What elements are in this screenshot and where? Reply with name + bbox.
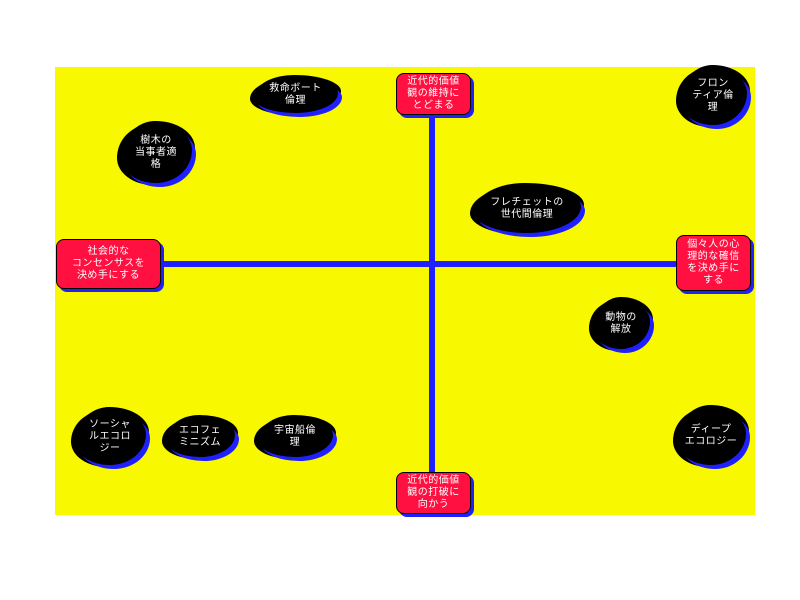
vertical-axis bbox=[429, 97, 435, 487]
concept-deep-ecology-label: ディープ エコロジー bbox=[684, 424, 738, 447]
concept-fletcher-ethics-label: フレチェットの 世代間倫理 bbox=[490, 197, 564, 220]
concept-fletcher-ethics: フレチェットの 世代間倫理 bbox=[473, 185, 581, 233]
concept-social-ecology-label: ソーシャ ルエコロ ジー bbox=[89, 419, 131, 454]
concept-lifeboat-ethics: 救命ボート 倫理 bbox=[253, 77, 338, 113]
concept-ecofeminism-label: エコフェ ミニズム bbox=[179, 425, 221, 448]
diagram-canvas: 近代的価値 観の維持に とどまる 近代的価値 観の打破に 向かう 社会的な コン… bbox=[55, 67, 755, 515]
pole-left-label: 社会的な コンセンサスを 決め手にする bbox=[71, 246, 146, 281]
concept-spaceship-ethics: 宇宙船倫 理 bbox=[257, 417, 333, 457]
concept-lifeboat-ethics-label: 救命ボート 倫理 bbox=[269, 83, 322, 106]
pole-right: 個々人の心 理的な確信 を決め手に する bbox=[676, 235, 751, 291]
horizontal-axis bbox=[143, 261, 691, 267]
concept-tree-standing-label: 樹木の 当事者適 格 bbox=[135, 135, 177, 170]
concept-animal-liberation: 動物の 解放 bbox=[592, 299, 650, 349]
pole-right-label: 個々人の心 理的な確信 を決め手に する bbox=[687, 239, 740, 286]
concept-social-ecology: ソーシャ ルエコロ ジー bbox=[74, 409, 146, 465]
concept-deep-ecology: ディープ エコロジー bbox=[676, 407, 746, 465]
concept-ecofeminism: エコフェ ミニズム bbox=[165, 417, 235, 457]
concept-spaceship-ethics-label: 宇宙船倫 理 bbox=[274, 425, 316, 448]
concept-frontier-ethics-label: フロン ティア倫 理 bbox=[692, 78, 734, 113]
pole-left: 社会的な コンセンサスを 決め手にする bbox=[56, 239, 161, 289]
pole-bottom-label: 近代的価値 観の打破に 向かう bbox=[407, 475, 460, 510]
concept-animal-liberation-label: 動物の 解放 bbox=[605, 312, 637, 335]
pole-top-label: 近代的価値 観の維持に とどまる bbox=[407, 76, 460, 111]
pole-top: 近代的価値 観の維持に とどまる bbox=[396, 73, 471, 115]
concept-tree-standing: 樹木の 当事者適 格 bbox=[120, 123, 192, 183]
concept-frontier-ethics: フロン ティア倫 理 bbox=[679, 67, 747, 125]
pole-bottom: 近代的価値 観の打破に 向かう bbox=[396, 472, 471, 514]
